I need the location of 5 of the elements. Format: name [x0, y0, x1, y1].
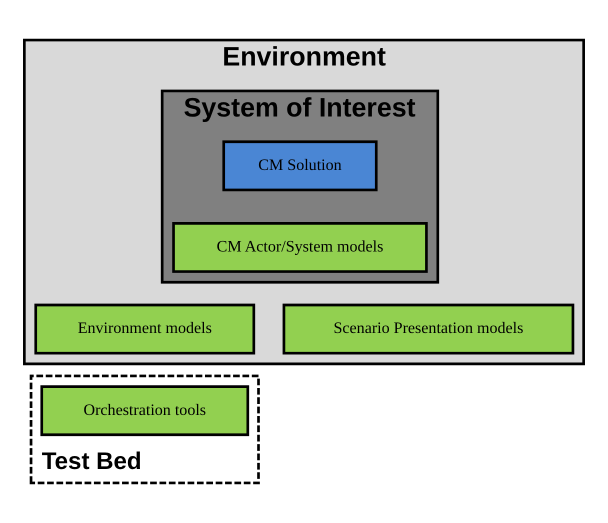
node-box: Orchestration tools	[40, 385, 250, 436]
node-box: Environment models	[34, 304, 256, 354]
node-box: Scenario Presentation models	[282, 304, 574, 354]
node-box: CM Solution	[222, 140, 378, 192]
node-box: CM Actor/System models	[172, 222, 428, 273]
